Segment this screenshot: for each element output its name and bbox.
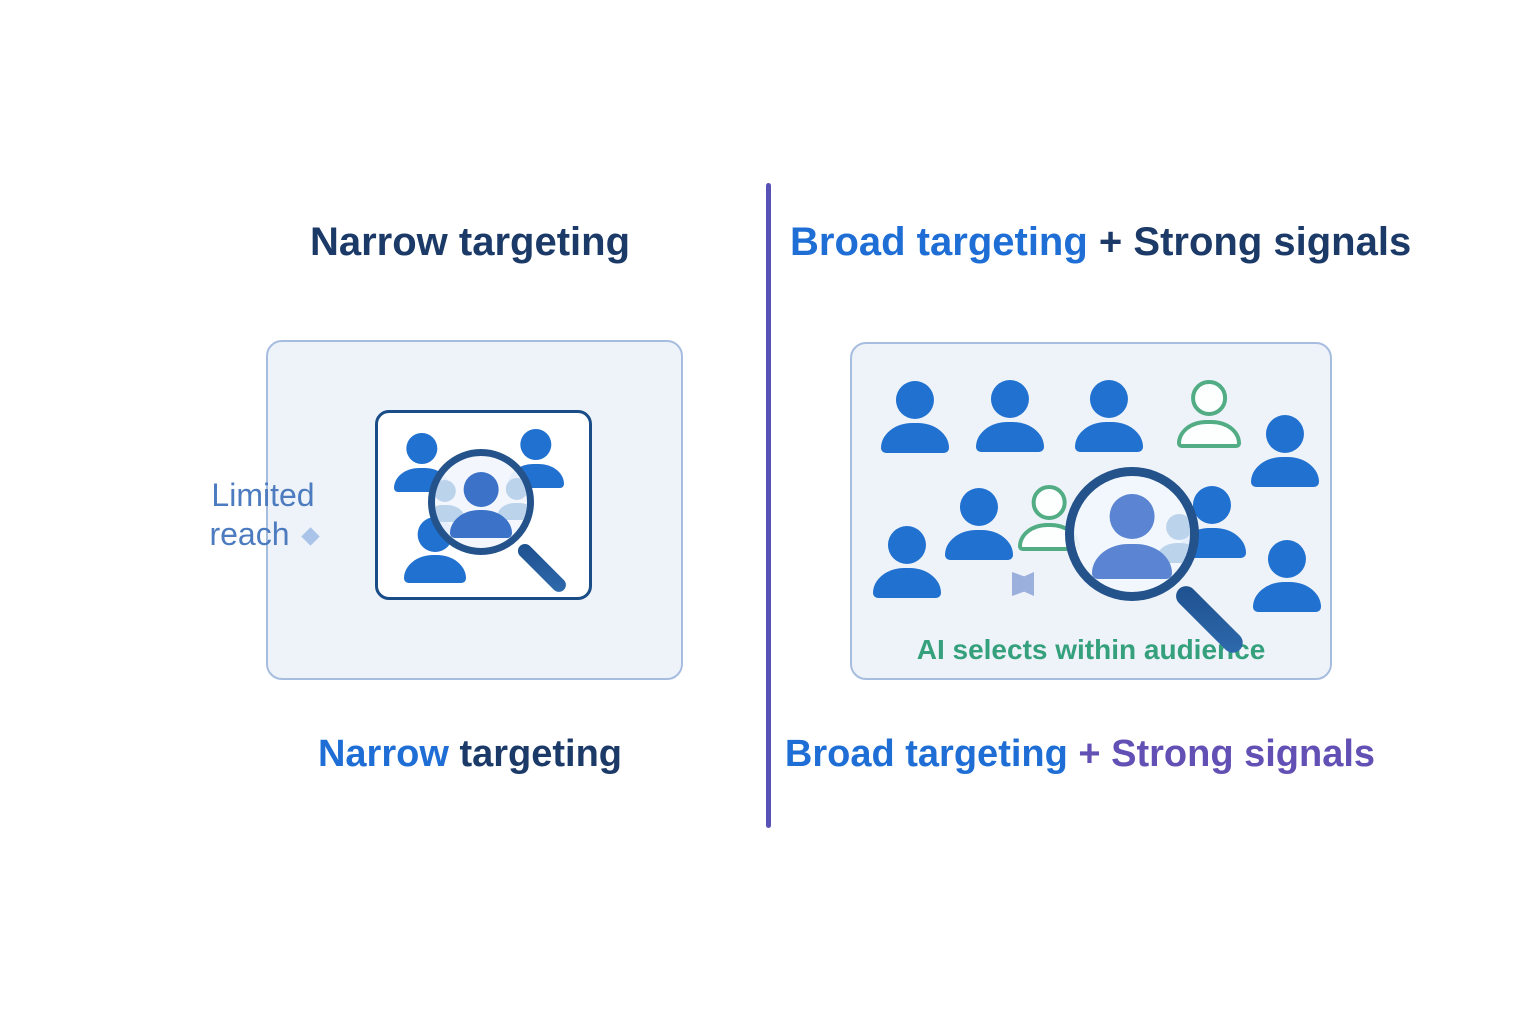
person-icon — [873, 526, 941, 599]
diamond-icon — [300, 527, 320, 546]
magnifier-handle — [515, 541, 569, 595]
right-caption: Broad targeting + Strong signals — [770, 731, 1390, 777]
left-caption-highlight: Narrow — [317, 733, 449, 775]
right-caption-highlight: Broad targeting — [784, 733, 1068, 775]
person-icon — [1092, 494, 1172, 579]
left-caption-rest: targeting — [448, 733, 623, 775]
broad-audience-box: AI selects within audience — [850, 342, 1332, 680]
magnifier-lens — [428, 449, 534, 555]
person-icon — [1075, 380, 1143, 453]
person-icon — [1253, 540, 1321, 613]
narrow-audience-box — [266, 340, 683, 680]
limited-reach-label: Limited reach — [178, 476, 348, 554]
person-icon — [976, 380, 1044, 453]
narrow-inner-box — [375, 410, 592, 600]
right-heading-rest: + Strong signals — [1087, 220, 1412, 264]
person-icon — [1156, 514, 1190, 563]
flag-icon — [1012, 572, 1034, 596]
person-outline-icon — [1177, 380, 1241, 448]
divider-line — [766, 183, 771, 828]
ai-selects-label: AI selects within audience — [916, 634, 1266, 665]
left-heading: Narrow targeting — [200, 218, 740, 266]
limited-reach-line2: reach — [209, 516, 290, 552]
left-caption: Narrow targeting — [200, 731, 740, 777]
magnifier-icon — [428, 449, 569, 595]
right-heading: Broad targeting + Strong signals — [790, 218, 1411, 266]
person-icon — [881, 381, 949, 454]
right-caption-rest: + Strong signals — [1067, 733, 1376, 775]
person-icon — [450, 472, 512, 538]
limited-reach-line1: Limited — [211, 477, 315, 513]
magnifier-lens — [1065, 467, 1199, 601]
right-heading-highlight: Broad targeting — [790, 220, 1088, 264]
person-icon — [945, 488, 1013, 561]
person-icon — [1251, 415, 1319, 488]
magnifier-icon — [1065, 467, 1247, 657]
left-heading-text: Narrow targeting — [309, 220, 631, 264]
person-icon — [497, 478, 527, 521]
